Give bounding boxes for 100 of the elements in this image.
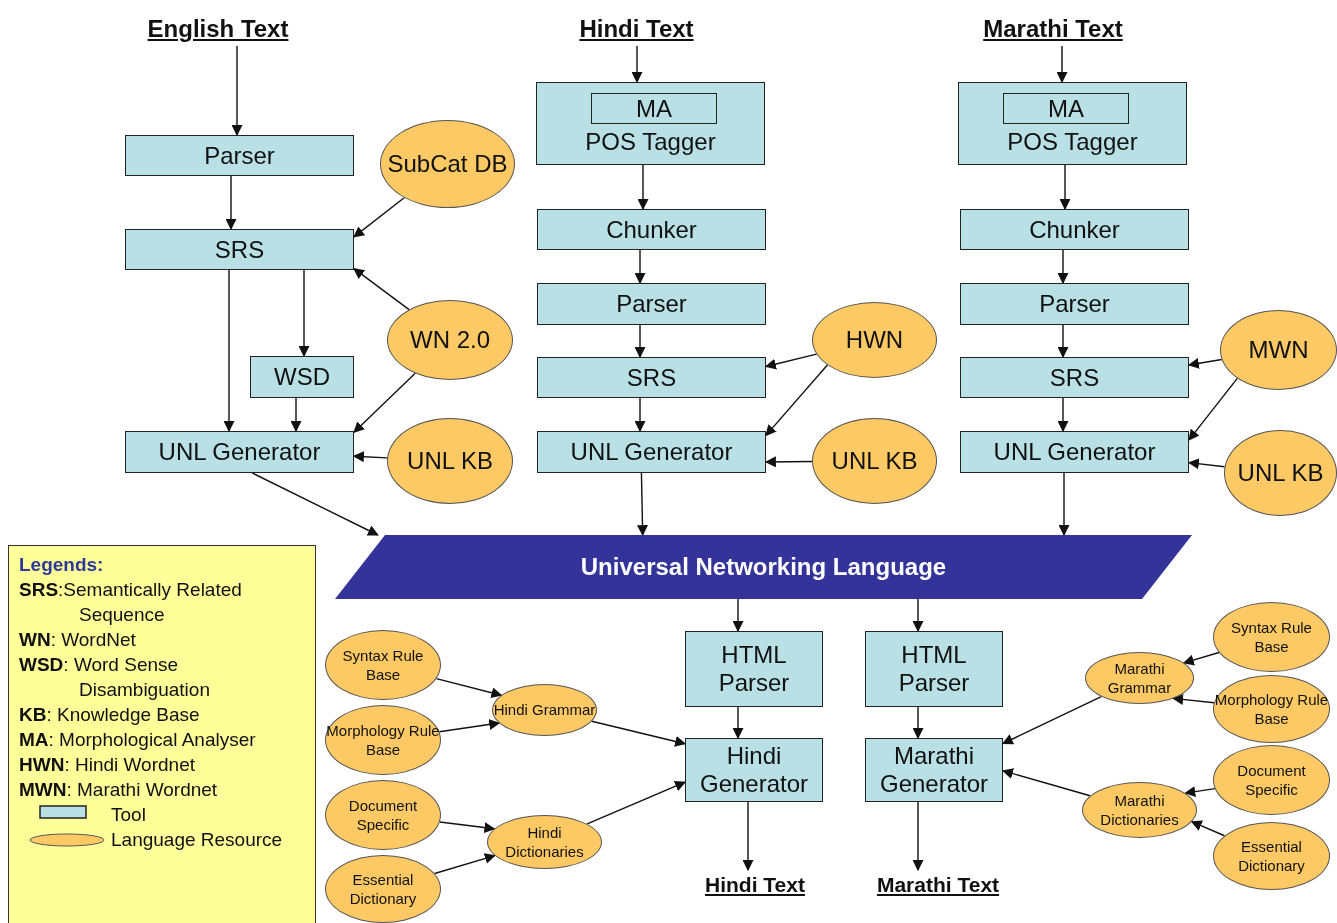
- arrow: [732, 598, 744, 633]
- arrow: [1002, 695, 1102, 745]
- box-label: MA: [636, 94, 672, 123]
- arrow: [223, 269, 235, 433]
- box-label: Chunker: [606, 215, 697, 244]
- box-label: MA: [1048, 94, 1084, 123]
- process-box: [960, 357, 1189, 398]
- arrow: [912, 598, 924, 633]
- box-label: Hindi Text: [705, 873, 805, 897]
- box-label: Syntax Rule Base: [1230, 617, 1313, 657]
- box-label: SRS: [1049, 363, 1100, 392]
- arrow: [634, 324, 646, 359]
- arrow: [298, 269, 310, 358]
- process-box: [1003, 93, 1129, 124]
- arrow: [1182, 651, 1220, 666]
- arrow: [438, 719, 501, 733]
- arrow: [1172, 694, 1215, 705]
- box-label: English Text: [147, 15, 289, 43]
- process-box: [865, 631, 1003, 707]
- resource-ellipse: [492, 684, 597, 736]
- box-label: Document Specific: [1236, 760, 1307, 800]
- box-label: Essential Dictionary: [348, 869, 418, 909]
- process-box: [960, 209, 1189, 250]
- arrow: [765, 364, 829, 437]
- box-label: POS Tagger: [1007, 128, 1138, 156]
- arrow: [1057, 324, 1069, 359]
- legend-title: Legends:: [19, 553, 105, 577]
- box-label: UNL KB: [831, 446, 918, 476]
- box-label: UNL Generator: [158, 438, 321, 466]
- box-label: Universal Networking Language: [580, 553, 947, 581]
- arrow: [637, 472, 648, 537]
- process-box: [250, 356, 354, 398]
- box-label: Marathi Text: [876, 873, 1000, 897]
- box-label: SRS: [214, 235, 265, 264]
- box-label: POS Tagger: [585, 128, 716, 156]
- process-box: [685, 738, 823, 802]
- arrow: [742, 801, 754, 872]
- abbreviation-note: SRS:Semantically Related Sequence: [19, 578, 243, 627]
- process-box: [537, 357, 766, 398]
- box-label: Parser: [616, 290, 687, 318]
- arrow: [634, 249, 646, 285]
- box-label: Hindi Generator: [698, 742, 810, 798]
- box-label: MWN: [1248, 335, 1309, 365]
- arrow: [251, 472, 379, 536]
- box-label: Chunker: [1029, 215, 1120, 244]
- arrow: [1059, 164, 1071, 211]
- resource-ellipse: [487, 815, 602, 869]
- abbreviation-note: MA: Morphological Analyser: [19, 728, 257, 752]
- abbreviation-note: WN: WordNet: [19, 628, 137, 652]
- box-label: Morphology Rule Base: [1214, 689, 1329, 729]
- box-label: SRS: [626, 363, 677, 392]
- box-label: Morphology Rule Base: [326, 720, 440, 760]
- box-label: HTML Parser: [897, 641, 971, 697]
- resource-ellipse: [1085, 652, 1194, 704]
- arrow: [1056, 45, 1068, 84]
- arrow: [1057, 249, 1069, 285]
- process-box: [537, 209, 766, 250]
- arrow: [1190, 820, 1226, 837]
- arrow: [631, 45, 643, 84]
- box-label: Document Specific: [347, 795, 419, 835]
- box-label: Marathi Generator: [878, 742, 990, 798]
- arrow: [732, 706, 744, 740]
- box-label: UNL KB: [407, 446, 493, 476]
- process-box: [865, 738, 1003, 802]
- process-box: [960, 283, 1189, 325]
- arrow: [353, 268, 410, 311]
- box-label: UNL KB: [1237, 458, 1324, 488]
- arrow: [1187, 458, 1226, 470]
- box-label: HWN: [845, 325, 904, 355]
- box-label: SubCat DB: [387, 149, 508, 179]
- arrow: [1184, 786, 1216, 798]
- process-box: [125, 135, 354, 176]
- box-label: WSD: [274, 363, 330, 391]
- process-box: [537, 283, 766, 325]
- arrow: [439, 821, 496, 834]
- arrow: [912, 801, 924, 872]
- box-label: Marathi Grammar: [1106, 658, 1173, 698]
- arrow: [353, 197, 405, 238]
- arrow: [1058, 472, 1070, 537]
- box-label: Hindi Text: [579, 15, 694, 43]
- arrow: [231, 45, 243, 137]
- box-label: Marathi Dictionaries: [1099, 790, 1180, 830]
- process-box: [125, 431, 354, 473]
- arrow: [1057, 397, 1069, 433]
- arrow: [586, 780, 686, 825]
- arrow: [591, 720, 687, 747]
- abbreviation-note: HWN: Hindi Wordnet: [19, 753, 196, 777]
- process-box: [125, 229, 354, 270]
- box-label: UNL Generator: [570, 438, 733, 466]
- arrow: [764, 353, 818, 370]
- box-label: HTML Parser: [717, 641, 791, 697]
- arrow: [637, 164, 649, 211]
- process-box: [591, 93, 717, 124]
- arrow: [290, 397, 302, 433]
- box-label: Parser: [1039, 290, 1110, 318]
- abbreviation-note: WSD: Word Sense Disambiguation: [19, 653, 211, 702]
- box-label: Marathi Text: [983, 15, 1123, 43]
- box-label: Parser: [204, 141, 275, 170]
- legend-label: Language Resource: [111, 828, 283, 852]
- box-label: Syntax Rule Base: [341, 645, 425, 685]
